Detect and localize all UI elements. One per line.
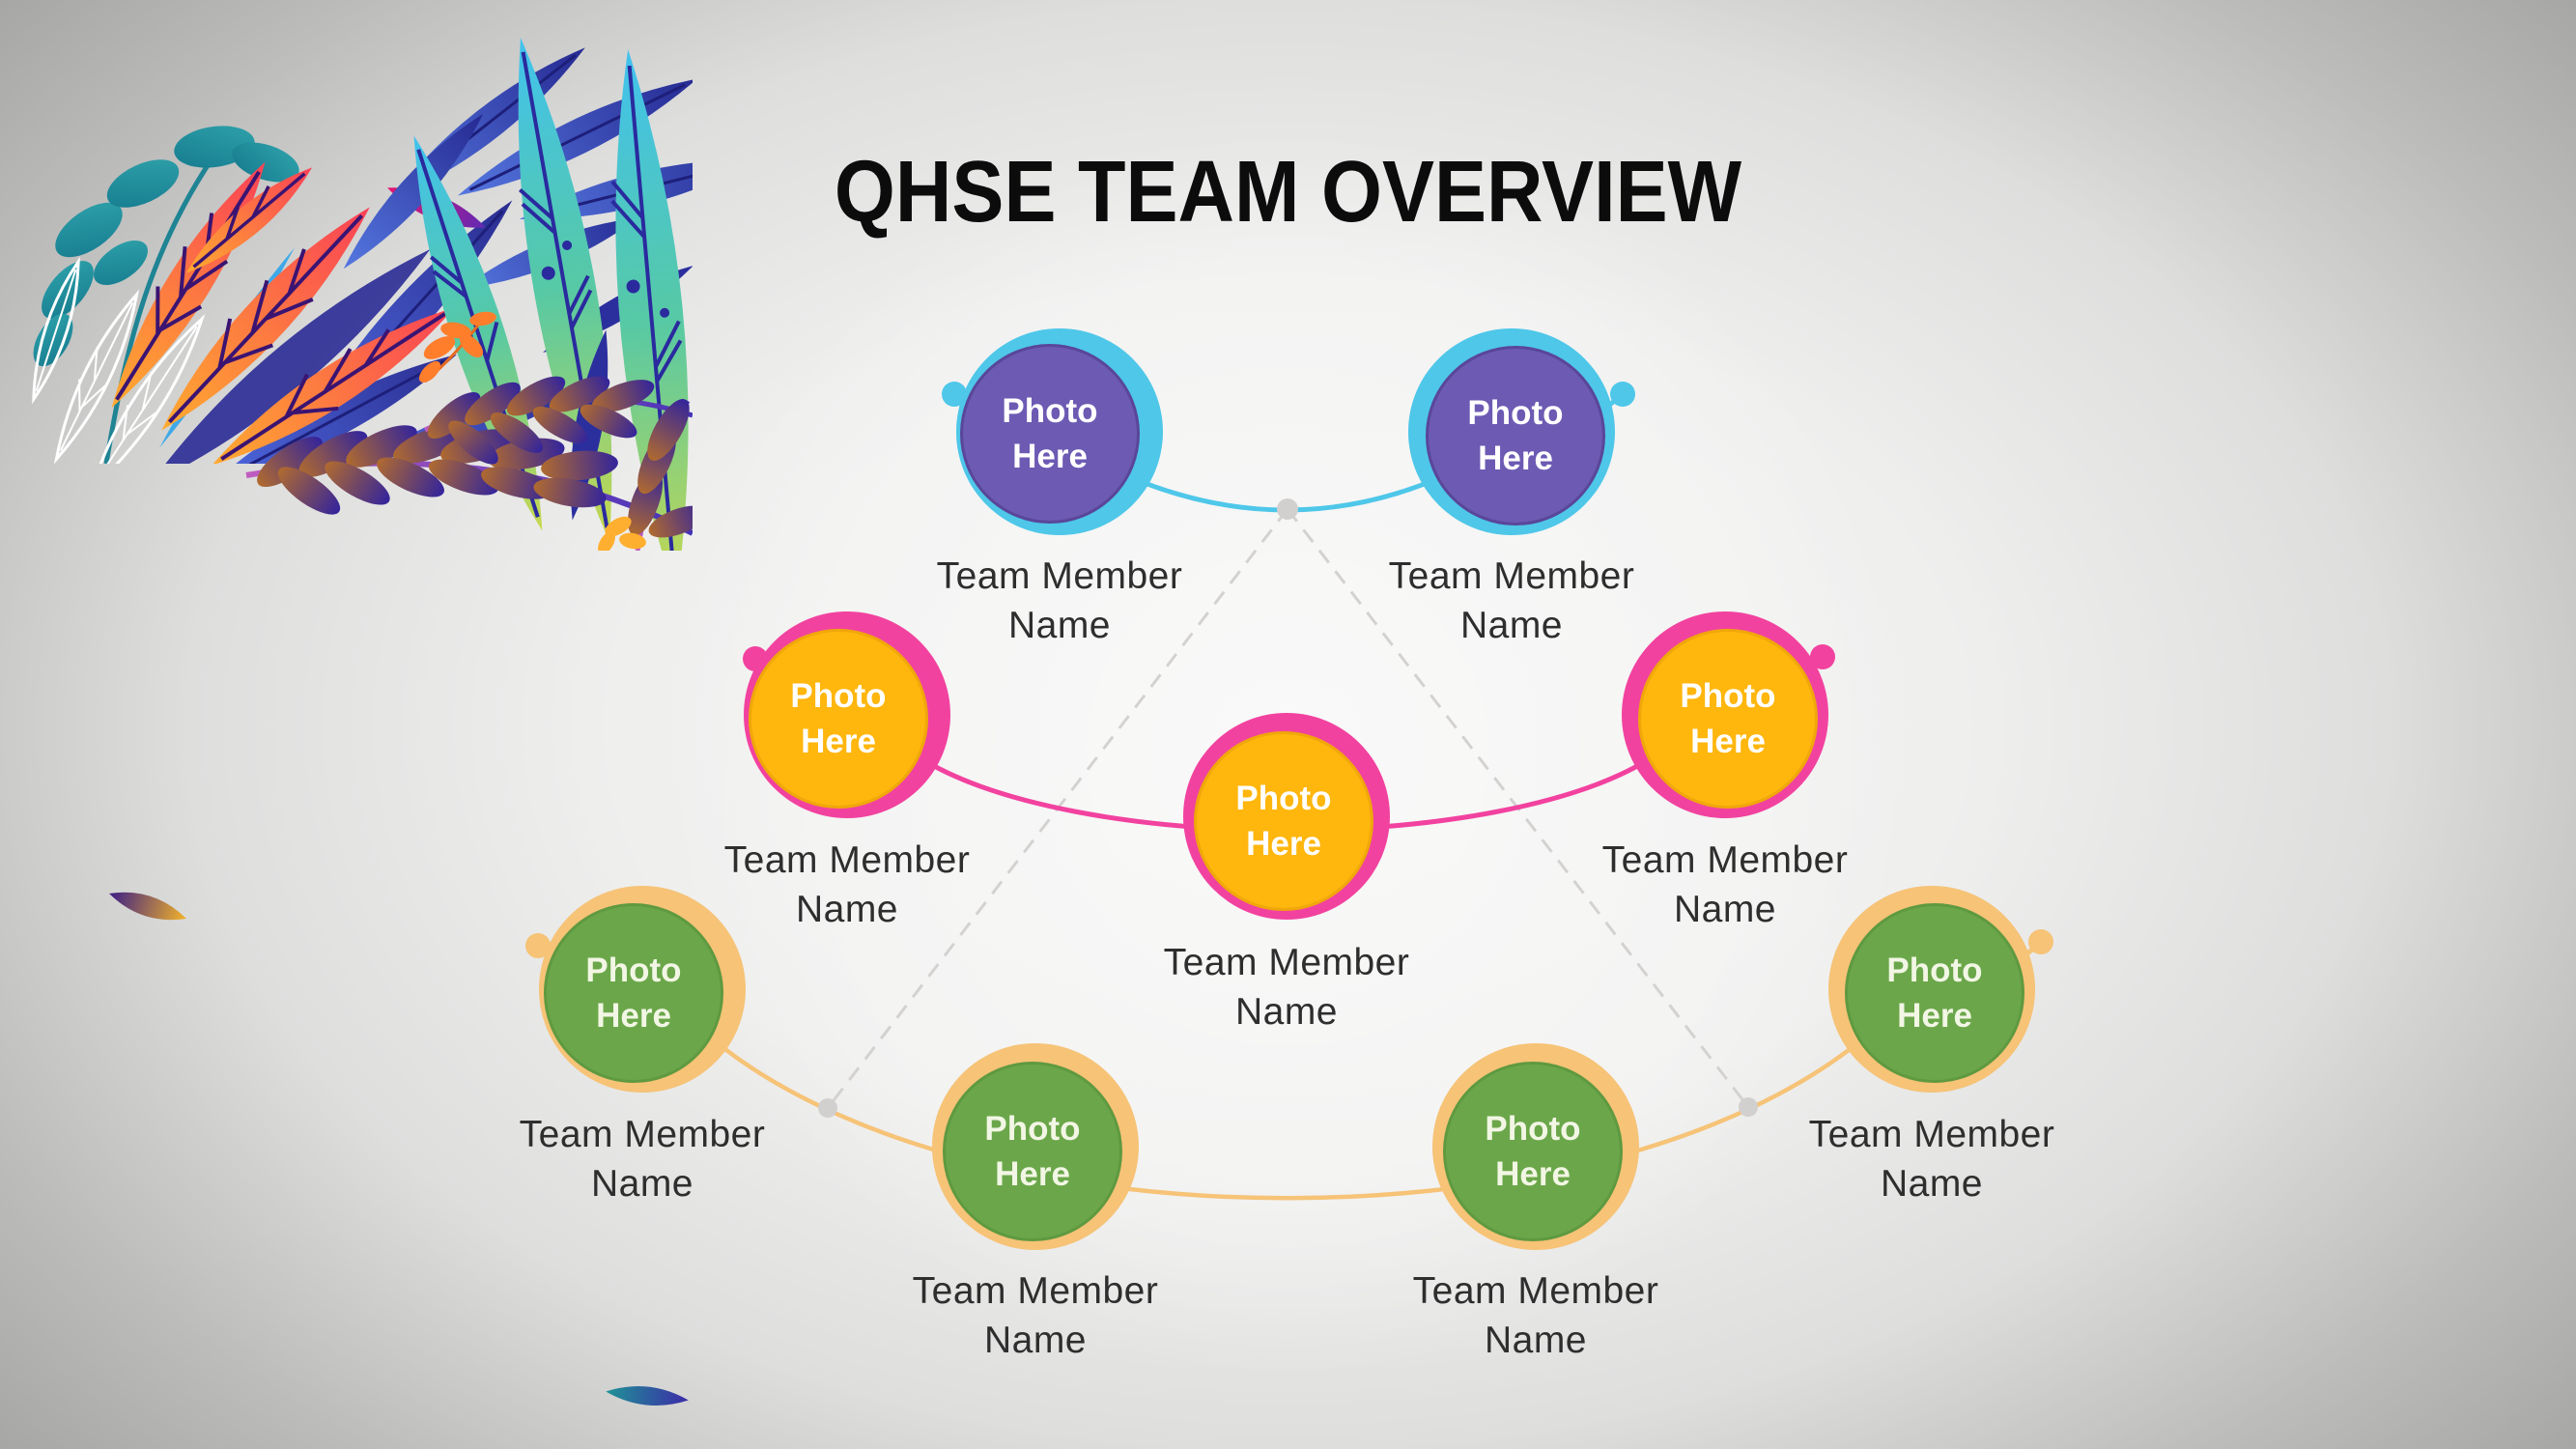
photo-label: Photo Here bbox=[790, 676, 887, 760]
photo-circle: Photo Here bbox=[1638, 629, 1818, 809]
photo-placeholder-top-right[interactable]: Photo Here bbox=[1403, 324, 1620, 540]
member-name-middle-left[interactable]: Team Member Name bbox=[723, 839, 971, 930]
photo-circle: Photo Here bbox=[544, 903, 723, 1083]
photo-circle: Photo Here bbox=[1443, 1062, 1623, 1241]
member-name-middle-center[interactable]: Team Member Name bbox=[1163, 942, 1410, 1033]
photo-placeholder-bottom-middle-right[interactable]: Photo Here bbox=[1428, 1038, 1644, 1255]
bottom-row-connector bbox=[711, 1037, 1864, 1201]
photo-circle: Photo Here bbox=[960, 344, 1140, 524]
member-name-bottom-right[interactable]: Team Member Name bbox=[1808, 1114, 2055, 1205]
photo-circle: Photo Here bbox=[749, 629, 928, 809]
member-name-bottom-left[interactable]: Team Member Name bbox=[519, 1114, 766, 1205]
member-name-top-left[interactable]: Team Member Name bbox=[936, 555, 1183, 646]
member-name-bottom-middle-left[interactable]: Team Member Name bbox=[912, 1270, 1159, 1361]
photo-placeholder-middle-center[interactable]: Photo Here bbox=[1178, 708, 1395, 924]
photo-label: Photo Here bbox=[585, 951, 682, 1035]
photo-circle: Photo Here bbox=[1845, 903, 2024, 1083]
photo-label: Photo Here bbox=[984, 1109, 1081, 1193]
photo-label: Photo Here bbox=[1886, 951, 1983, 1035]
photo-circle: Photo Here bbox=[1426, 346, 1605, 526]
photo-label: Photo Here bbox=[1680, 676, 1776, 760]
photo-label: Photo Here bbox=[1467, 393, 1564, 477]
photo-label: Photo Here bbox=[1485, 1109, 1581, 1193]
photo-placeholder-middle-left[interactable]: Photo Here bbox=[739, 607, 955, 823]
member-name-bottom-middle-right[interactable]: Team Member Name bbox=[1412, 1270, 1659, 1361]
junction-dots bbox=[818, 498, 1758, 1118]
member-name-top-right[interactable]: Team Member Name bbox=[1388, 555, 1635, 646]
photo-placeholder-middle-right[interactable]: Photo Here bbox=[1617, 607, 1833, 823]
photo-label: Photo Here bbox=[1002, 391, 1098, 475]
photo-circle: Photo Here bbox=[943, 1062, 1122, 1241]
photo-label: Photo Here bbox=[1235, 779, 1332, 863]
photo-placeholder-bottom-left[interactable]: Photo Here bbox=[534, 881, 750, 1097]
corner-plant-illustration bbox=[32, 126, 560, 464]
photo-placeholder-bottom-right[interactable]: Photo Here bbox=[1824, 881, 2040, 1097]
member-name-middle-right[interactable]: Team Member Name bbox=[1601, 839, 1849, 930]
photo-placeholder-top-left[interactable]: Photo Here bbox=[951, 324, 1168, 540]
slide-title: QHSE TEAM OVERVIEW bbox=[834, 144, 1742, 241]
photo-placeholder-bottom-middle-left[interactable]: Photo Here bbox=[927, 1038, 1144, 1255]
photo-circle: Photo Here bbox=[1194, 731, 1373, 911]
corner-plant-illustration bbox=[245, 38, 693, 551]
